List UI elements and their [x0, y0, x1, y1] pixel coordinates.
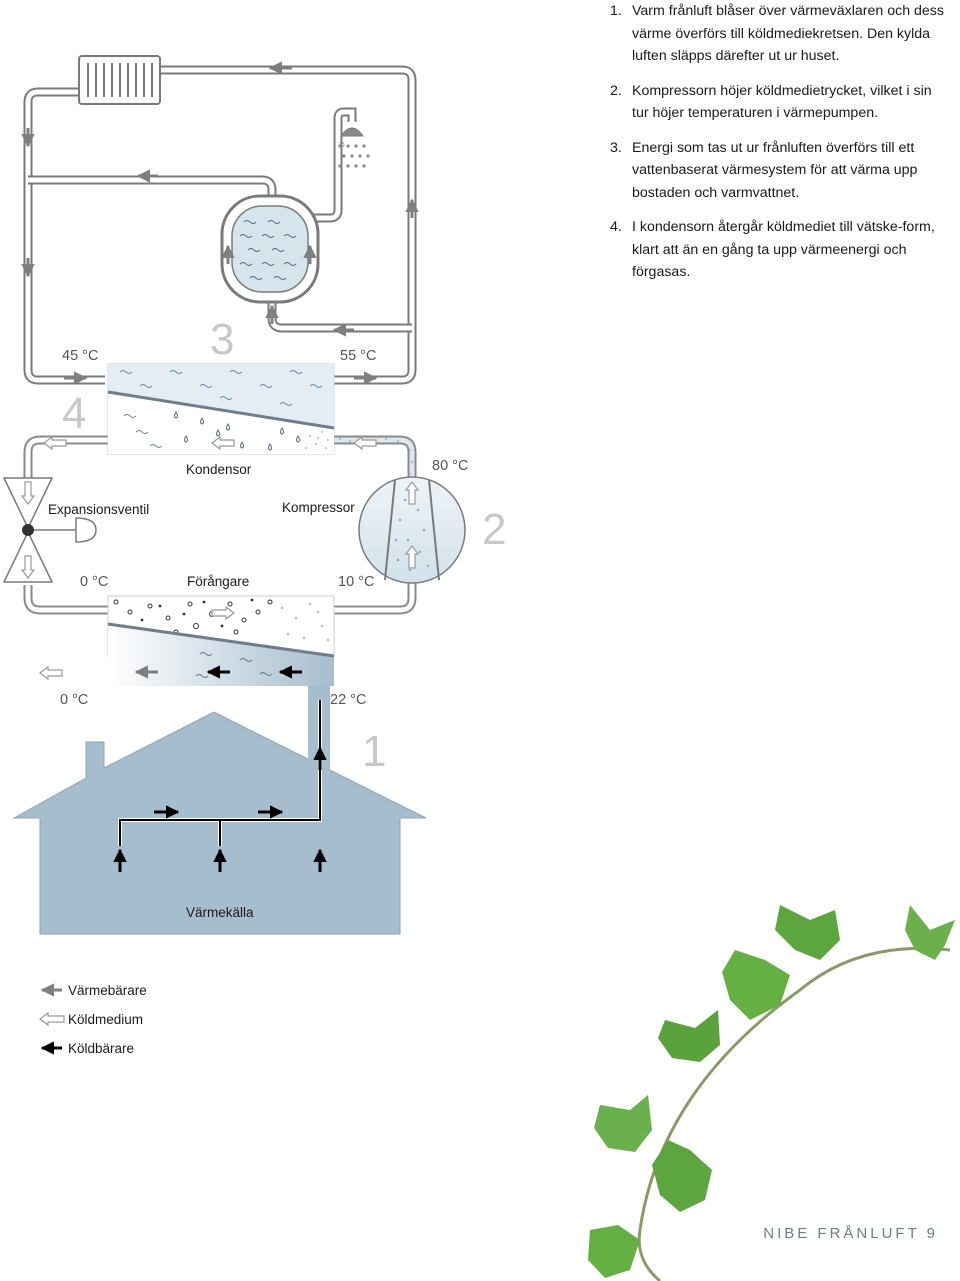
- temp-0-exhaust: 0 °C: [60, 692, 88, 708]
- step-item-3: 3.Energi som tas ut ur frånluften överfö…: [610, 139, 918, 201]
- step-marker-3: 3: [210, 315, 234, 364]
- radiator: [78, 55, 161, 105]
- label-forangare: Förångare: [187, 574, 249, 589]
- step-marker-4: 4: [62, 389, 86, 438]
- legend: Värmebärare Köldmedium Köldbärare: [39, 983, 147, 1056]
- legend-item-koldbarare: Köldbärare: [40, 1041, 134, 1056]
- legend-label: Köldbärare: [68, 1041, 134, 1056]
- legend-item-koldmedium: Köldmedium: [39, 1011, 143, 1027]
- temp-55: 55 °C: [340, 348, 376, 364]
- legend-label: Värmebärare: [68, 983, 147, 998]
- svg-text:※: ※: [338, 140, 346, 150]
- temp-0-refrigerant: 0 °C: [80, 574, 108, 590]
- temp-22: 22 °C: [330, 692, 366, 708]
- step-marker-1: 1: [362, 727, 386, 776]
- temp-45: 45 °C: [62, 348, 98, 364]
- expansion-valve: [2, 477, 97, 583]
- compressor: [358, 476, 466, 584]
- ivy-icon: [588, 905, 955, 1281]
- shower-icon: ※: [338, 127, 370, 168]
- outlined-arrow-icon: [39, 1011, 65, 1027]
- house: [12, 686, 427, 935]
- step-marker-2: 2: [482, 505, 506, 554]
- step-item-4: 4.I kondensorn återgår köldmediet till v…: [610, 219, 935, 280]
- water-tank: [220, 194, 320, 304]
- label-expansionsventil: Expansionsventil: [48, 502, 149, 517]
- step-text: Energi som tas ut ur frånluften överförs…: [632, 139, 918, 201]
- steps-list: 1.Varm frånluft blåser över värmeväxlare…: [610, 0, 950, 296]
- step-text: Varm frånluft blåser över värmeväxlaren …: [632, 3, 944, 64]
- step-item-1: 1.Varm frånluft blåser över värmeväxlare…: [610, 3, 944, 64]
- refrigerant-circuit: [23, 435, 417, 615]
- label-varmekalla: Värmekälla: [186, 905, 254, 920]
- legend-item-varmebarare: Värmebärare: [40, 983, 147, 998]
- heating-circuit: [23, 65, 417, 385]
- label-kondensor: Kondensor: [186, 462, 252, 477]
- label-kompressor: Kompressor: [282, 500, 355, 515]
- evaporator-air-side: [107, 622, 335, 686]
- step-item-2: 2.Kompressorn höjer köldmedietrycket, vi…: [610, 82, 932, 122]
- step-text: I kondensorn återgår köldmediet till vät…: [632, 219, 935, 280]
- temp-80: 80 °C: [432, 458, 468, 474]
- refrigerant-flow-arrows: [20, 435, 420, 681]
- condenser: [107, 363, 335, 455]
- step-text: Kompressorn höjer köldmedietrycket, vilk…: [632, 82, 932, 122]
- legend-label: Köldmedium: [68, 1012, 143, 1027]
- temp-10: 10 °C: [338, 574, 374, 590]
- page-footer: NIBE FRÅNLUFT 9: [763, 1225, 938, 1242]
